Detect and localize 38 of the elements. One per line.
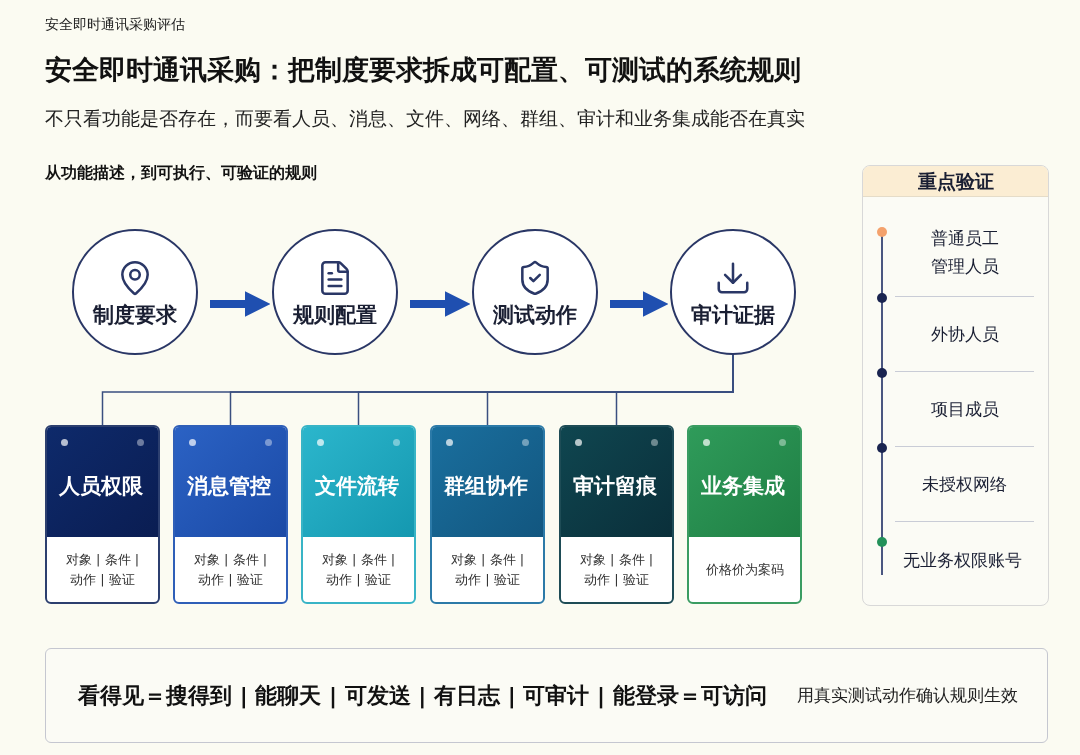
item-label: 外协人员 <box>930 323 999 346</box>
section-heading: 从功能描述，到可执行、可验证的规则 <box>45 162 317 184</box>
process-label: 测试动作 <box>493 304 577 326</box>
card-text: 对象 | 条件 | 动作 | 验证 <box>64 550 141 589</box>
category-card <box>430 425 545 604</box>
card-title: 群组协作 <box>444 475 528 497</box>
card-text: 对象 | 条件 | 动作 | 验证 <box>578 550 655 589</box>
connector-line <box>615 354 734 426</box>
card-title: 文件流转 <box>315 475 399 497</box>
summary-box <box>45 648 1048 743</box>
category-card <box>559 425 674 604</box>
subtitle: 不只看功能是否存在，而要看人员、消息、文件、网络、群组、审计和业务集成能否在真实 <box>45 106 805 131</box>
category-card <box>173 425 288 604</box>
process-label: 规则配置 <box>293 304 377 326</box>
process-label: 制度要求 <box>93 304 177 326</box>
main-title: 安全即时通讯采购：把制度要求拆成可配置、可测试的系统规则 <box>45 53 801 87</box>
side-panel <box>862 165 1049 606</box>
process-label: 审计证据 <box>691 304 775 326</box>
category-card <box>45 425 160 604</box>
panel-title: 重点验证 <box>917 168 994 194</box>
summary-text: 看得见＝搜得到 | 能聊天 | 可发送 | 有日志 | 可审计 | 能登录＝可访问 <box>78 682 767 711</box>
item-label: 普通员工 <box>930 226 999 250</box>
card-text: 价格价为案码 <box>705 560 784 579</box>
category-card <box>687 425 802 604</box>
card-title: 人员权限 <box>59 475 143 497</box>
card-text: 对象 | 条件 | 动作 | 验证 <box>320 550 397 589</box>
item-label: 未授权网络 <box>922 473 1007 496</box>
item-label: 项目成员 <box>930 398 999 421</box>
item-label: 管理人员 <box>930 254 999 278</box>
page-header: 安全即时通讯采购评估 <box>45 15 185 34</box>
item-label: 无业务权限账号 <box>903 548 1022 572</box>
summary-note: 用真实测试动作确认规则生效 <box>796 683 1018 707</box>
card-title: 审计留痕 <box>573 475 657 497</box>
card-title: 业务集成 <box>701 475 785 497</box>
card-text: 对象 | 条件 | 动作 | 验证 <box>192 550 269 589</box>
card-text: 对象 | 条件 | 动作 | 验证 <box>449 550 526 589</box>
card-title: 消息管控 <box>187 475 271 497</box>
category-card <box>301 425 416 604</box>
